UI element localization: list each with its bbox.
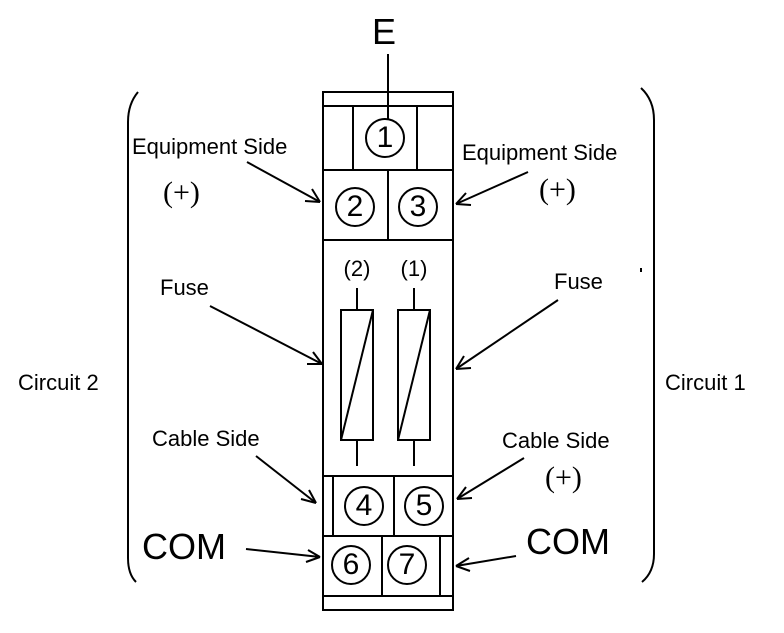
arrow-fuse-right	[455, 299, 559, 370]
circuit-2-bracket	[127, 91, 139, 583]
terminal-6-circle	[331, 545, 371, 585]
equipment-side-label-left: Equipment Side	[132, 134, 288, 159]
terminal-5-circle	[404, 486, 444, 526]
terminal-7-number: 7	[398, 548, 416, 581]
cable-polarity-label-right: (+)	[545, 461, 582, 494]
terminal-7-circle	[387, 545, 427, 585]
terminal-1-circle	[365, 118, 405, 158]
fuse-2-element	[340, 309, 374, 441]
fuse-2-marker: (2)	[343, 256, 371, 281]
arrow-equipment-side-right	[455, 171, 529, 206]
arrow-cable-side-right	[456, 457, 525, 500]
com-label-right: COM	[526, 521, 610, 562]
circuit-2-label: Circuit 2	[18, 370, 99, 395]
arrow-com-right	[455, 555, 517, 572]
arrow-com-left	[245, 548, 321, 563]
circuit-1-bracket	[640, 87, 655, 583]
cable-side-label-right: Cable Side	[502, 428, 610, 453]
fuse-label-left: Fuse	[160, 275, 209, 300]
fuse-1-marker: (1)	[400, 256, 428, 281]
terminal-3-number: 3	[409, 190, 427, 223]
com-label-left: COM	[142, 526, 226, 567]
terminal-4-circle	[344, 486, 384, 526]
arrow-fuse-left	[209, 305, 323, 365]
equipment-side-label-right: Equipment Side	[462, 140, 618, 165]
arrow-cable-side-left	[255, 455, 317, 504]
polarity-label-left: (+)	[163, 176, 200, 209]
arrow-equipment-side-left	[246, 161, 321, 203]
terminal-2-number: 2	[346, 190, 364, 223]
terminal-3-circle	[398, 187, 438, 227]
terminal-5-number: 5	[415, 489, 433, 522]
terminal-6-number: 6	[342, 548, 360, 581]
terminal-2-circle	[335, 187, 375, 227]
circuit-1-label: Circuit 1	[665, 370, 746, 395]
fuse-1-element	[397, 309, 431, 441]
terminal-1-number: 1	[376, 121, 394, 154]
earth-label: E	[372, 11, 397, 52]
terminal-4-number: 4	[355, 489, 373, 522]
cable-side-label-left: Cable Side	[152, 426, 260, 451]
fuse-label-right: Fuse	[554, 269, 603, 294]
polarity-label-right: (+)	[539, 173, 576, 206]
